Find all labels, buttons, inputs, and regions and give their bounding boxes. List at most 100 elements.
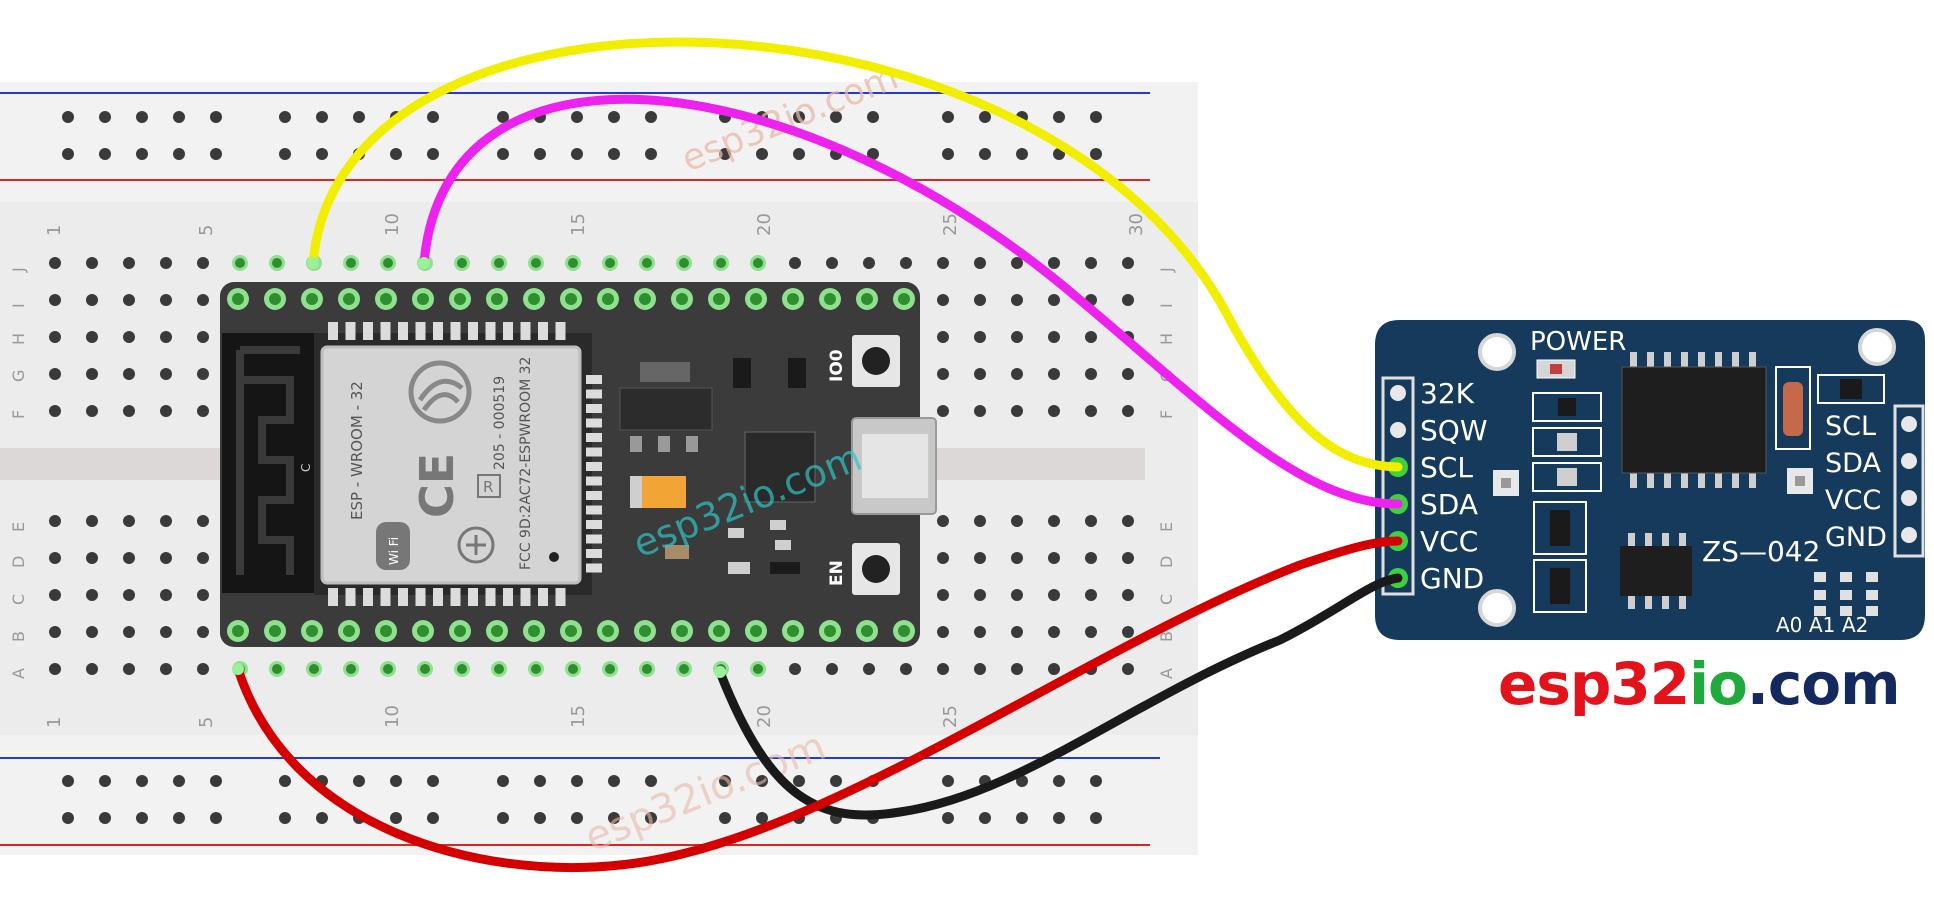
rail-hole [427, 111, 439, 123]
rail-hole [62, 111, 74, 123]
breadboard-hole [937, 368, 949, 380]
breadboard-hole [49, 663, 61, 675]
module-pad [398, 588, 408, 606]
chip-leg [1645, 596, 1652, 609]
address-label-a0: A0 [1776, 613, 1802, 637]
breadboard-hole [974, 552, 986, 564]
ds3231-chip [1621, 366, 1767, 474]
esp32-pin-core [232, 293, 244, 305]
rail-hole [173, 111, 185, 123]
esp32-pin-core [269, 293, 281, 305]
esp32-pin-core [306, 293, 318, 305]
wire-end-scl [307, 257, 319, 269]
ds3231-chip-legs [1628, 352, 1756, 609]
esp32-pin-core [565, 625, 577, 637]
wire-gnd[interactable] [715, 573, 1403, 820]
row-letter-right: I [1157, 303, 1176, 308]
esp32-pin-core [528, 293, 540, 305]
capacitor-band [630, 476, 642, 508]
rail-hole [62, 148, 74, 160]
enable-button[interactable] [852, 543, 900, 595]
wire-vcc[interactable] [233, 536, 1403, 872]
wire-sda[interactable] [419, 94, 1403, 509]
esp32-pin-core [861, 625, 873, 637]
boot-button[interactable] [852, 335, 900, 387]
esp32-pin-core [787, 293, 799, 305]
breadboard-hole [123, 405, 135, 417]
module-pad [450, 588, 461, 606]
module-pad [485, 322, 496, 340]
rtc-diode [1783, 382, 1803, 436]
smd-resistor [775, 540, 791, 550]
breadboard-hole [937, 257, 949, 269]
rail-hole [942, 111, 954, 123]
breadboard-hole [86, 626, 98, 638]
rail-hole [719, 812, 731, 824]
row-letter-left: F [9, 410, 28, 419]
breadboard-hole [86, 331, 98, 343]
col-num-top: 10 [382, 213, 403, 236]
rtc-pin-32k [1390, 385, 1406, 401]
rail-hole [942, 812, 954, 824]
rail-hole [427, 148, 439, 160]
rtc-right-label-scl: SCL [1825, 411, 1876, 442]
breadboard-hole [937, 626, 949, 638]
rtc-right-label-gnd: GND [1825, 522, 1887, 553]
module-pad [433, 322, 443, 340]
rail-hole [719, 775, 731, 787]
rail-hole [99, 148, 111, 160]
rail-hole [571, 148, 583, 160]
module-pad [586, 505, 602, 515]
row-letter-right: E [1157, 522, 1176, 532]
breadboard-hole [1048, 515, 1060, 527]
breadboard-hole [86, 663, 98, 675]
rail-hole [390, 775, 402, 787]
col-num-top: 30 [1126, 213, 1147, 236]
col-num-bottom: 1 [44, 717, 65, 728]
module-pin1-dot [549, 552, 559, 562]
rtc-right-label-vcc: VCC [1825, 485, 1881, 516]
regulator-leg [686, 436, 698, 452]
breadboard-hole [160, 294, 172, 306]
chip-leg [1749, 352, 1756, 367]
rail-hole [497, 111, 509, 123]
breadboard-hole [900, 257, 912, 269]
breadboard-hole [974, 589, 986, 601]
breadboard-hole [1048, 257, 1060, 269]
breadboard-hole [86, 552, 98, 564]
module-pad [415, 588, 426, 606]
breadboard-hole [974, 294, 986, 306]
module-pad [380, 588, 391, 606]
rail-hole [608, 775, 620, 787]
chip-leg [1645, 533, 1652, 546]
power-led-core [1550, 364, 1562, 374]
wire-scl[interactable] [308, 37, 1403, 472]
breadboard-hole [1048, 294, 1060, 306]
mount-hole [1478, 333, 1516, 371]
row-letter-right: H [1157, 333, 1176, 345]
hole-highlight-core [531, 258, 541, 268]
rail-hole [1090, 775, 1102, 787]
module-pad [586, 462, 602, 471]
breadboard-hole [86, 368, 98, 380]
hole-highlight-core [457, 258, 467, 268]
breadboard-hole [197, 663, 209, 675]
module-pad [328, 588, 338, 606]
breadboard-hole [197, 626, 209, 638]
mount-hole [1858, 328, 1896, 366]
row-letter-right: A [1157, 668, 1176, 679]
module-pad [503, 322, 513, 340]
hole-highlight-core [531, 664, 541, 674]
hole-highlight-core [568, 664, 578, 674]
breadboard-hole [1085, 257, 1097, 269]
module-pad [468, 322, 478, 340]
rail-hole [173, 148, 185, 160]
module-pad [520, 322, 531, 340]
breadboard-hole [1048, 663, 1060, 675]
module-pad [586, 549, 602, 558]
module-pad [415, 322, 426, 340]
breadboard-hole [197, 552, 209, 564]
esp32-pin-core [713, 293, 725, 305]
esp32-pin-core [676, 293, 688, 305]
